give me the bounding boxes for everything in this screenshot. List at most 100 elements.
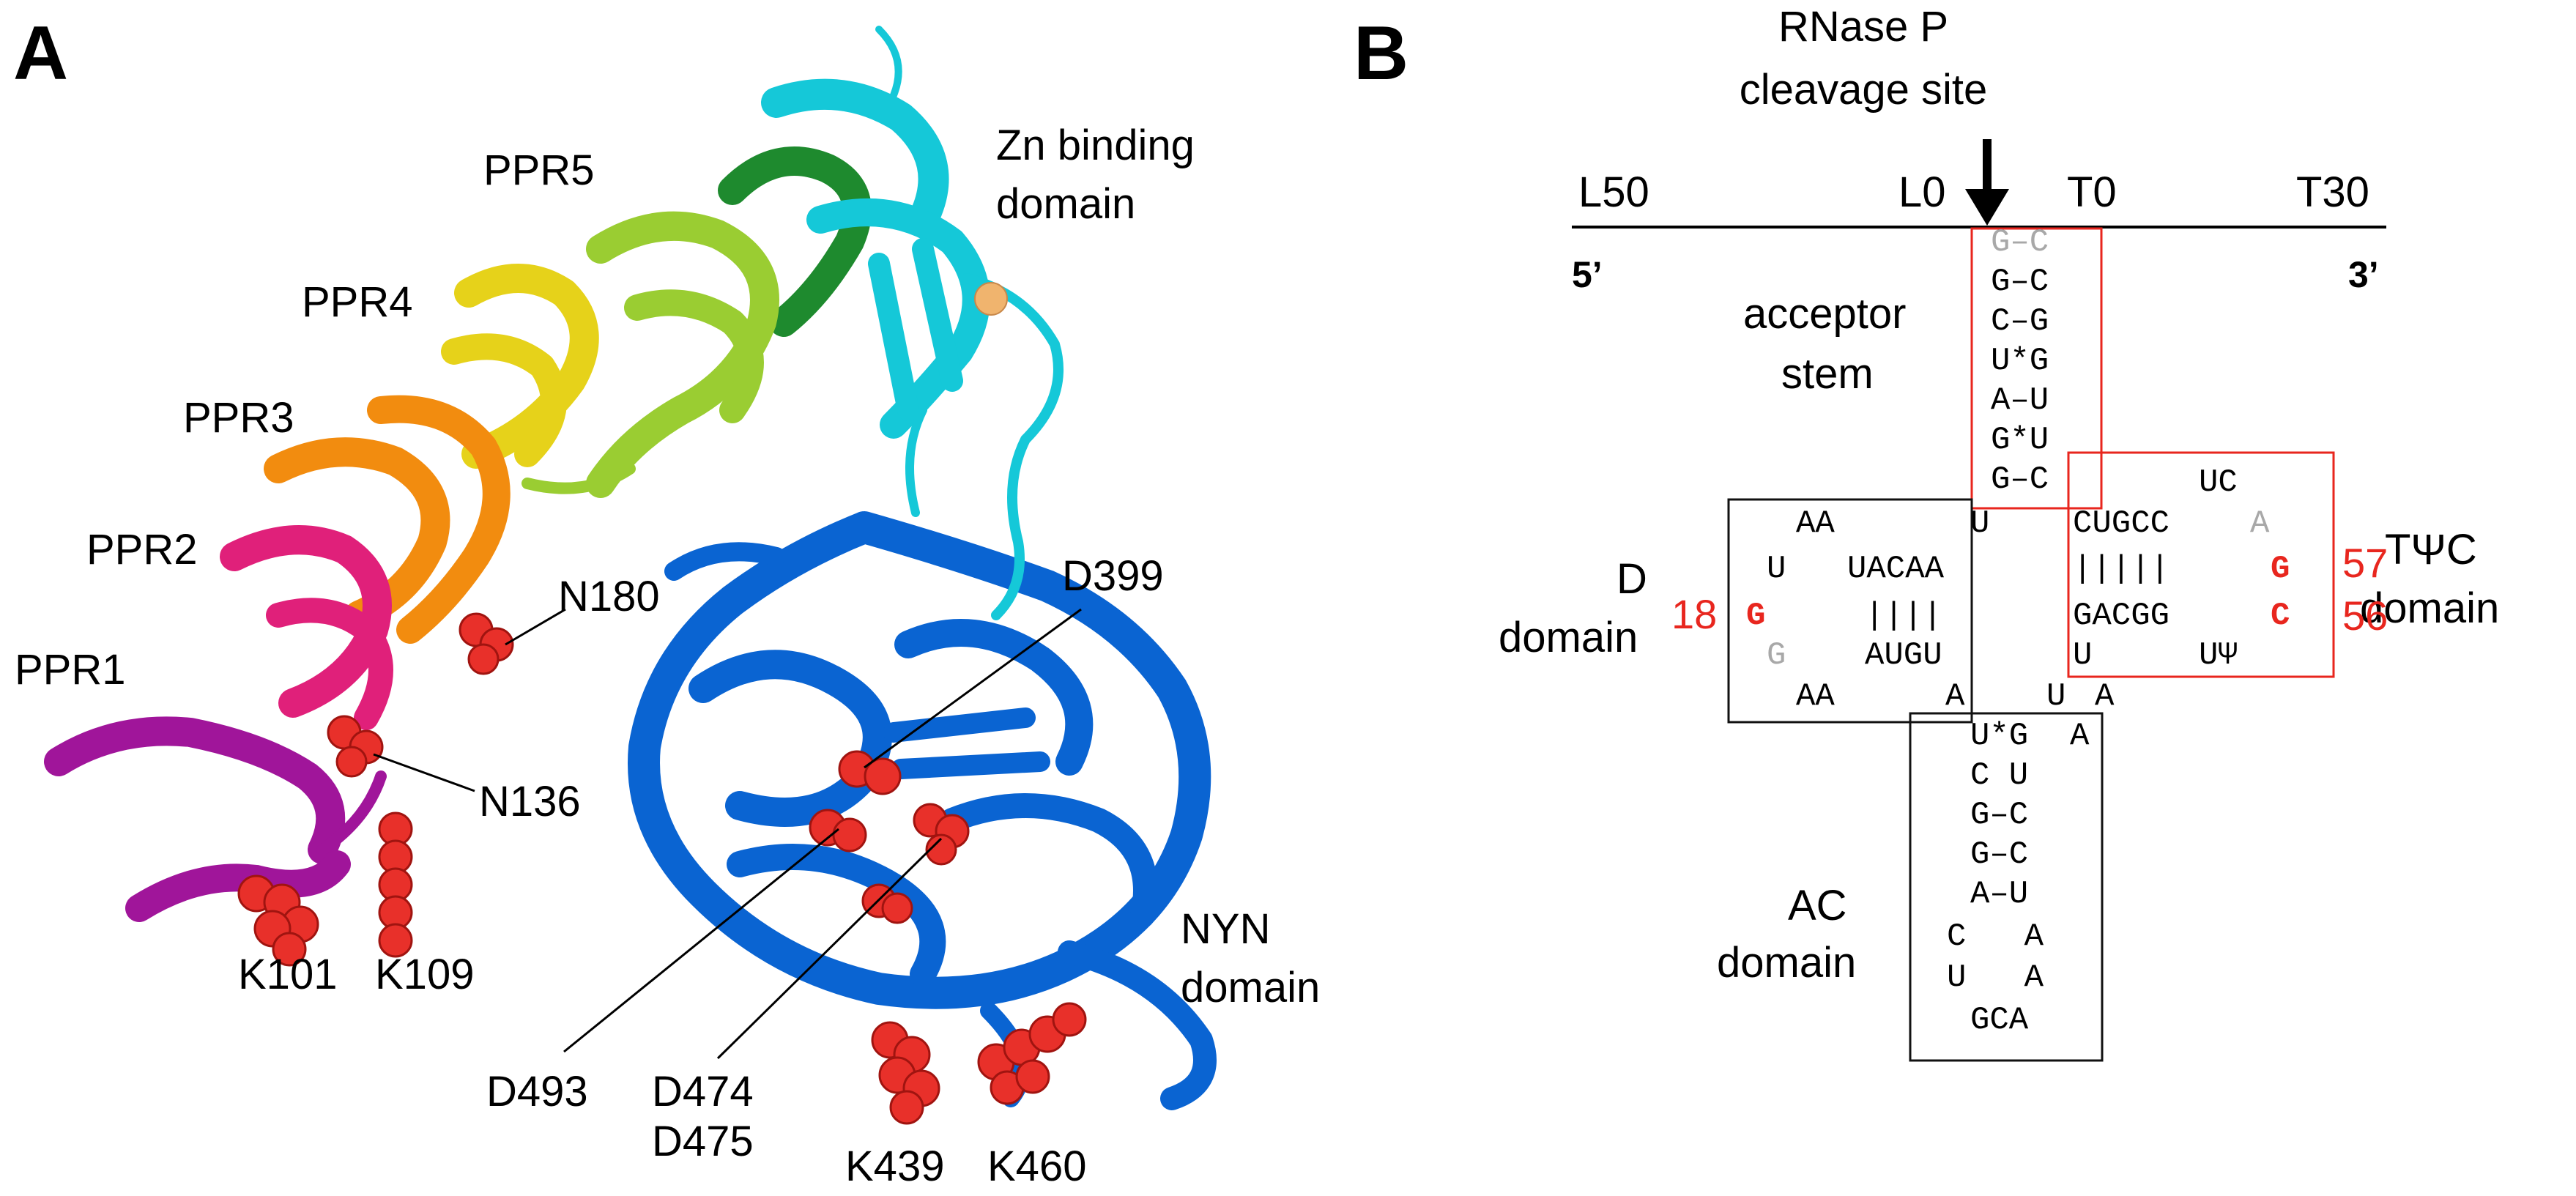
label-d-line2: domain [1499,614,1638,661]
d-arm-sequence: AA U UACAA G |||| G AUGU AA A [1746,505,1965,715]
t-cugcc: CUGCC [2073,505,2169,542]
ruler-l0: L0 [1898,168,1946,216]
panel-a: A [13,11,1320,1190]
label-ppr4: PPR4 [302,278,413,326]
k460-spheres [977,1002,1087,1105]
ac-a-right: A [2070,718,2090,754]
leader-d399 [864,608,1082,769]
position-57: 57 [2342,540,2388,586]
d-aa-bottom: AA [1796,678,1835,715]
label-tpsic-line1: TΨC [2385,526,2477,573]
ac-au: A–U [1970,876,2028,913]
label-zn-line1: Zn binding [996,122,1195,169]
tpsic-domain-box [2067,451,2335,678]
d-a-right: A [1945,678,1965,715]
position-56: 56 [2342,593,2388,639]
t-u-left: U [2073,637,2092,674]
label-d-line1: D [1617,555,1647,603]
sequence-ruler: L50 L0 T0 T30 5’ 3’ [1572,168,2386,295]
panel-b-letter: B [1354,11,1408,96]
leader-n136 [373,753,475,792]
label-k439: K439 [845,1143,944,1190]
k109-spheres [378,811,413,958]
label-ppr1: PPR1 [15,646,126,694]
label-d475: D475 [652,1118,754,1165]
d-u-left: U [1767,551,1786,587]
t-a-grey: A [2250,505,2270,542]
leader-d474 [716,837,943,1060]
d-domain-box [1727,498,1973,724]
nyn-domain-ribbon [628,511,1217,1110]
label-k460: K460 [987,1143,1086,1190]
ruler-t30: T30 [2296,168,2369,216]
cleavage-label-line1: RNase P [1778,3,1948,51]
zn-binding-domain-ribbon [718,26,1064,620]
acceptor-stem-sequence: G–C G–C C–G U*G A–U G*U G–C [1991,224,2049,498]
label-ac-line2: domain [1717,939,1856,987]
panel-a-labels: PPR5 PPR4 PPR3 PPR2 PPR1 Zn binding doma… [15,122,1320,1190]
acceptor-pair-7: G–C [1991,461,2049,498]
ac-arm-sequence: U*G A C U G–C G–C A–U C A U A GCA [1947,718,2090,1039]
t-gacgg: GACGG [2073,598,2169,634]
label-n180: N180 [558,573,660,620]
acceptor-pair-4: U*G [1991,343,2049,379]
ac-c-a: C A [1947,918,2044,955]
label-d474: D474 [652,1068,754,1115]
ac-u-a: U A [1947,959,2044,996]
label-nyn-line1: NYN [1181,905,1270,953]
t-pair-bars: ||||| [2073,551,2169,587]
zinc-ion-sphere [974,282,1008,316]
label-k109: K109 [375,951,474,998]
d474-d475-spheres [913,803,970,866]
acceptor-pair-5: A–U [1991,382,2049,419]
tpsic-arm-sequence: UC CUGCC A ||||| G GACGG C U UΨ [2073,464,2290,674]
label-d399: D399 [1062,552,1164,600]
three-prime-label: 3’ [2348,254,2379,295]
label-nyn-line2: domain [1181,964,1320,1011]
ac-ug: U*G [1970,718,2028,754]
ac-gc-1: G–C [1970,797,2028,833]
domain-boxes [1727,227,2335,1062]
label-ppr2: PPR2 [86,526,198,573]
t-g57: G [2271,551,2290,587]
d-g-grey: G [1767,637,1786,674]
label-ac-line1: AC [1788,882,1847,929]
ac-c-u: C U [1970,757,2028,794]
position-numbers: 18 57 56 [1671,540,2388,639]
connector-u: U [1970,505,1989,542]
label-acceptor-line2: stem [1781,350,1874,398]
label-ppr3: PPR3 [183,394,294,442]
ac-gc-2: G–C [1970,836,2028,873]
v-a: A [2095,678,2115,715]
d399-spheres [838,750,902,795]
leader-lines [373,608,1082,1060]
acceptor-stem-box [1970,227,2103,510]
ruler-t0: T0 [2067,168,2117,216]
label-zn-line2: domain [996,180,1135,228]
k101-spheres [237,874,319,967]
panel-a-letter: A [13,11,68,96]
cleavage-label-line2: cleavage site [1740,66,1988,114]
label-ppr5: PPR5 [483,146,595,194]
leader-n180 [505,608,566,646]
acceptor-pair-3: C–G [1991,303,2049,340]
t-uc: UC [2199,464,2238,501]
n180-spheres [459,612,514,675]
d-augu: AUGU [1865,637,1942,674]
label-n136: N136 [479,778,581,825]
t-u-psi: UΨ [2199,637,2238,674]
label-d493: D493 [486,1068,588,1115]
t-c56: C [2271,598,2290,634]
acceptor-pair-2: G–C [1991,264,2049,300]
ppr1-ribbon [44,716,387,922]
label-acceptor-line1: acceptor [1743,290,1906,338]
ppr3-ribbon [264,395,511,644]
domain-labels: acceptor stem D domain TΨC domain AC dom… [1499,290,2499,987]
protein-ribbon-model [44,26,1217,1125]
five-prime-label: 5’ [1572,254,1603,295]
d-uacaa: UACAA [1847,551,1945,587]
ppr4-ribbon [441,264,599,469]
acceptor-pair-6: G*U [1991,422,2049,458]
leader-d493 [563,828,839,1053]
